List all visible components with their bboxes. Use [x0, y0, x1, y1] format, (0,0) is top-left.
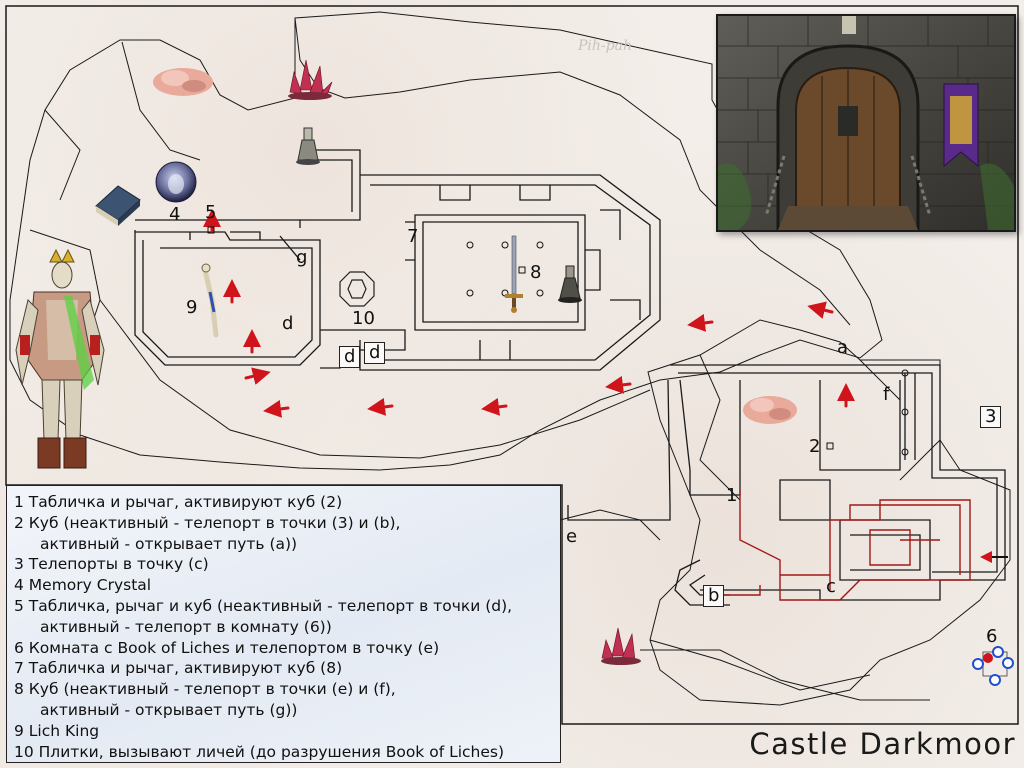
pillar-icon — [901, 369, 909, 377]
legend-item: 9 Lich King — [14, 721, 100, 740]
wall-temple-pillars — [405, 185, 641, 360]
wall-east-corridor-e — [567, 379, 671, 521]
map-label-g: g — [296, 247, 308, 268]
walls — [134, 149, 1006, 606]
map-label-1: 1 — [726, 485, 738, 506]
legend-item: 2 Куб (неактивный - телепорт в точки (3)… — [14, 513, 401, 532]
map-label-f: f — [883, 384, 890, 405]
map-label-e: e — [566, 526, 578, 547]
arrow-icon — [263, 399, 290, 418]
cave-outline-bottom-inner — [649, 354, 941, 691]
route-line-outer — [720, 490, 971, 601]
wall-east-inner — [679, 379, 931, 581]
pillar-icon — [901, 408, 909, 416]
legend-item: активный - телепорт в комнату (6)) — [40, 617, 332, 636]
map-label-10: 10 — [352, 308, 375, 329]
legend-item: 1 Табличка и рычаг, активируют куб (2) — [14, 493, 343, 511]
door-inset-icon — [716, 14, 1016, 232]
coral-icon — [153, 68, 213, 96]
wall-temple-inner — [414, 214, 586, 331]
map-label-c: c — [826, 576, 836, 597]
cave-outline-bottom — [647, 319, 1011, 706]
arrow-icon — [481, 397, 508, 416]
pillar-icon — [466, 289, 474, 297]
map-label-3: 3 — [980, 406, 1002, 428]
map-label-d-box: d — [364, 342, 386, 364]
pillar-icon — [501, 241, 509, 249]
legend-item: 5 Табличка, рычаг и куб (неактивный - те… — [14, 596, 513, 615]
map-label-8: 8 — [530, 262, 542, 283]
legend-item: 4 Memory Crystal — [14, 576, 152, 595]
map-label-2: 2 — [809, 436, 821, 457]
route-line-inner — [780, 504, 961, 576]
pillar-icon — [901, 448, 909, 456]
map-label-d: d — [282, 313, 294, 334]
crystal-icon — [288, 59, 333, 100]
map-label-6: 6 — [986, 626, 998, 647]
pillar-icon — [536, 289, 544, 297]
cube-marker-5 — [207, 226, 215, 234]
arrow-icon — [807, 301, 834, 319]
map-label-5: 5 — [205, 202, 217, 223]
temple-pillars — [466, 241, 909, 456]
cave-outline-top-inner — [29, 17, 851, 459]
legend-item: 7 Табличка и рычаг, активируют куб (8) — [14, 659, 343, 678]
cube-marker-8 — [518, 266, 526, 274]
arrow-icon — [367, 397, 394, 416]
map-label-4: 4 — [169, 204, 181, 225]
bell-icon — [296, 127, 320, 165]
tile-icon — [339, 271, 375, 307]
book-icon — [95, 185, 141, 226]
wall-west-hall — [134, 230, 321, 366]
legend-item: 8 Куб (неактивный - телепорт в точки (e)… — [14, 680, 396, 699]
map-label-b: b — [703, 585, 725, 607]
legend-item: 6 Комната с Book of Liches и телепортом … — [14, 638, 440, 657]
wall-east-corridor-f — [904, 373, 916, 460]
lich-king-icon — [15, 248, 105, 469]
wall-east-outer — [670, 364, 1006, 601]
legend-item: 3 Телепорты в точку (c) — [14, 555, 209, 574]
portal-icon — [972, 646, 1014, 686]
arrow-icon — [687, 313, 714, 332]
bell-icon — [558, 265, 582, 303]
map-label-9: 9 — [186, 297, 198, 318]
map-label-d-box: d — [339, 346, 361, 368]
legend-item: активный - открывает путь (a)) — [40, 534, 298, 553]
map-label-7: 7 — [407, 226, 419, 247]
coral-icon — [743, 396, 797, 424]
arrow-icon — [244, 367, 271, 385]
cave-outline-southwest — [559, 509, 930, 701]
cube-marker-2 — [826, 442, 834, 450]
watermark: Pih-pah — [578, 38, 632, 54]
orb-icon — [155, 161, 197, 203]
wall-corridor — [300, 149, 406, 369]
legend-item: активный - открывает путь (g)) — [40, 700, 298, 719]
wall-temple-outer — [359, 174, 661, 371]
pillar-icon — [466, 241, 474, 249]
arrow-icon — [605, 375, 632, 394]
pillar-icon — [536, 241, 544, 249]
legend-list: 1 Табличка и рычаг, активируют куб (2) 2… — [14, 492, 512, 762]
legend-panel — [6, 485, 561, 763]
legend-item: 10 Плитки, вызывают личей (до разрушения… — [14, 742, 505, 761]
crystal-icon — [601, 627, 641, 665]
route-lines — [720, 490, 971, 601]
staff-icon — [201, 263, 219, 338]
map-title: Castle Darkmoor — [749, 727, 1016, 761]
direction-arrows — [203, 209, 855, 418]
map-label-a: a — [837, 337, 849, 358]
sword-icon — [505, 235, 523, 313]
